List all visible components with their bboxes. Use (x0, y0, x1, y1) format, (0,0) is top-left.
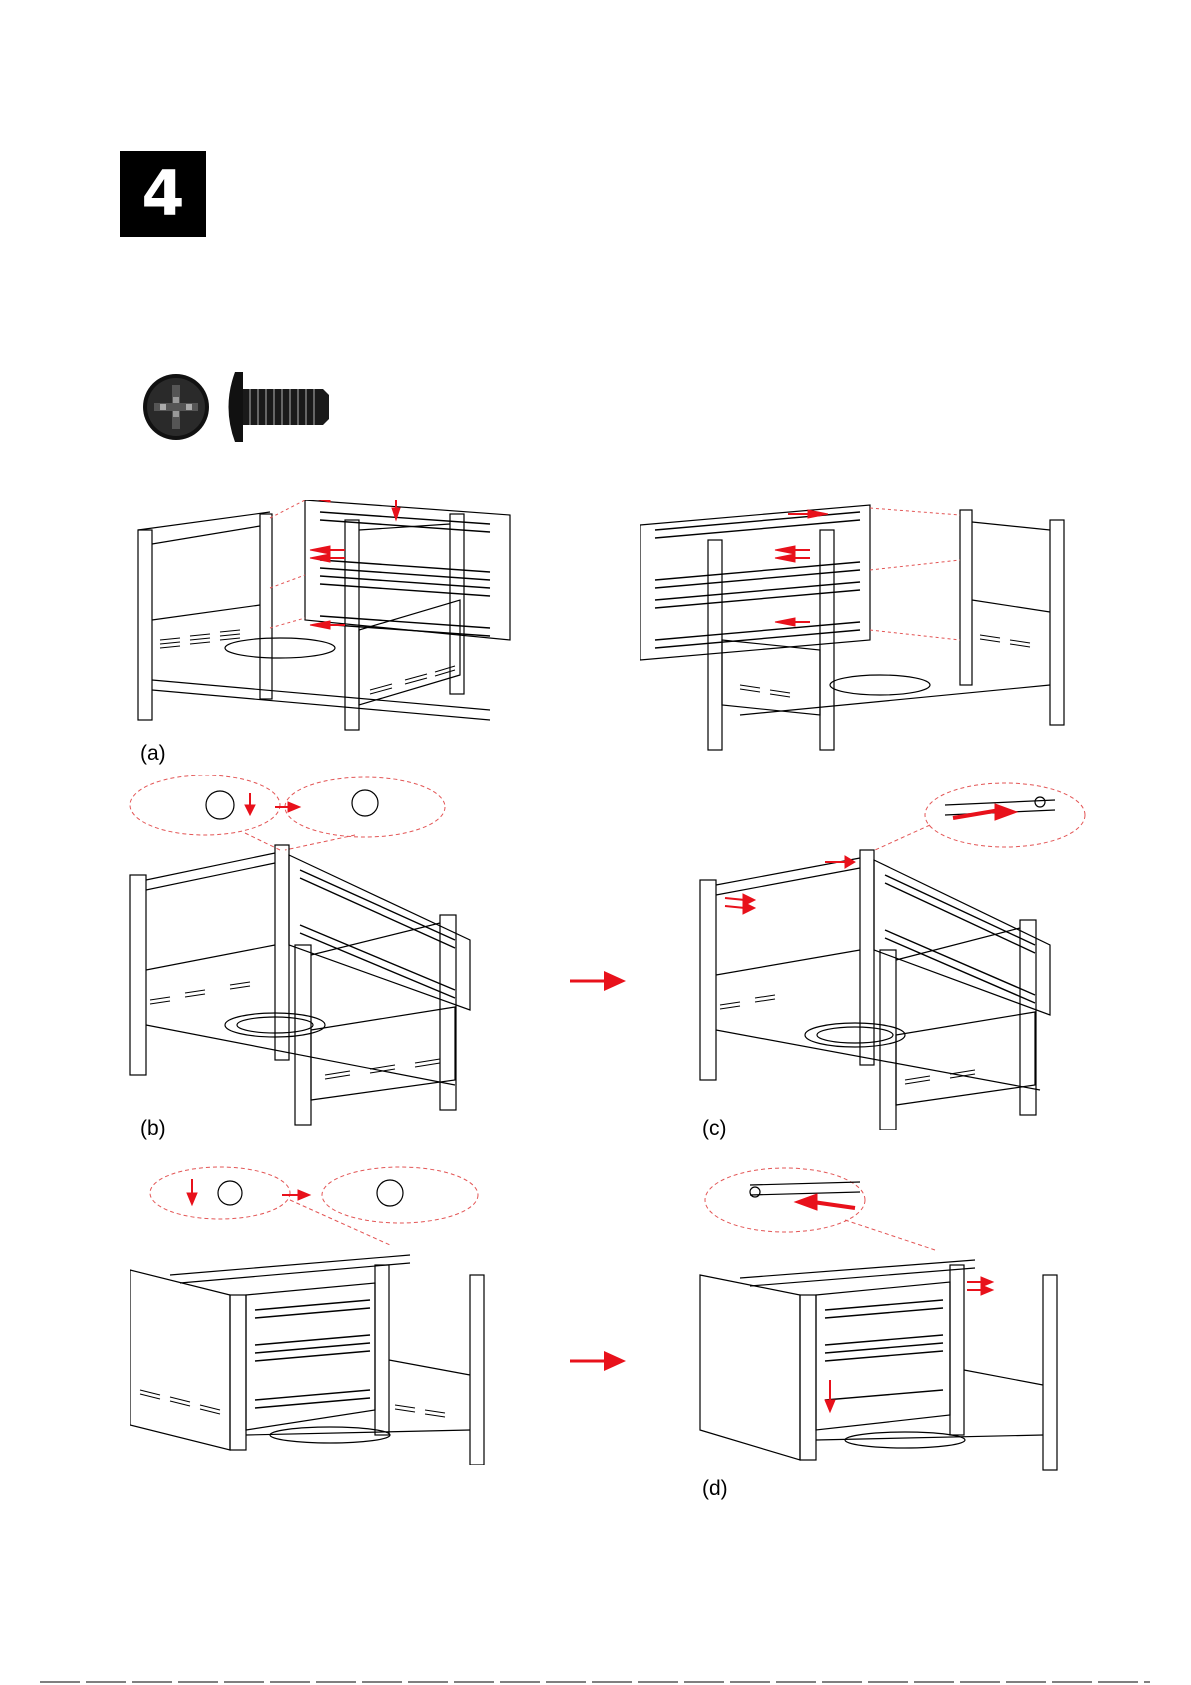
figure-label-b: (b) (140, 1117, 166, 1141)
step-number: 4 (141, 163, 184, 225)
figure-b-assembly (125, 775, 505, 1130)
figure-a-left-assembly (130, 500, 560, 755)
next-arrow-icon (568, 1348, 628, 1374)
figure-label-d: (d) (702, 1477, 728, 1501)
screw-head-icon (143, 374, 209, 440)
figure-label-c: (c) (702, 1117, 727, 1141)
figure-a-right-assembly (640, 500, 1080, 755)
footer-rule (40, 1681, 1150, 1683)
hardware-screws (140, 367, 340, 447)
figure-d-right-assembly (695, 1160, 1095, 1480)
step-number-badge: 4 (120, 151, 206, 237)
screw-side-icon (229, 372, 330, 442)
figure-label-a: (a) (140, 742, 166, 766)
figure-c-assembly (695, 780, 1095, 1130)
next-arrow-icon (568, 968, 628, 994)
figure-d-left-assembly (130, 1165, 530, 1465)
